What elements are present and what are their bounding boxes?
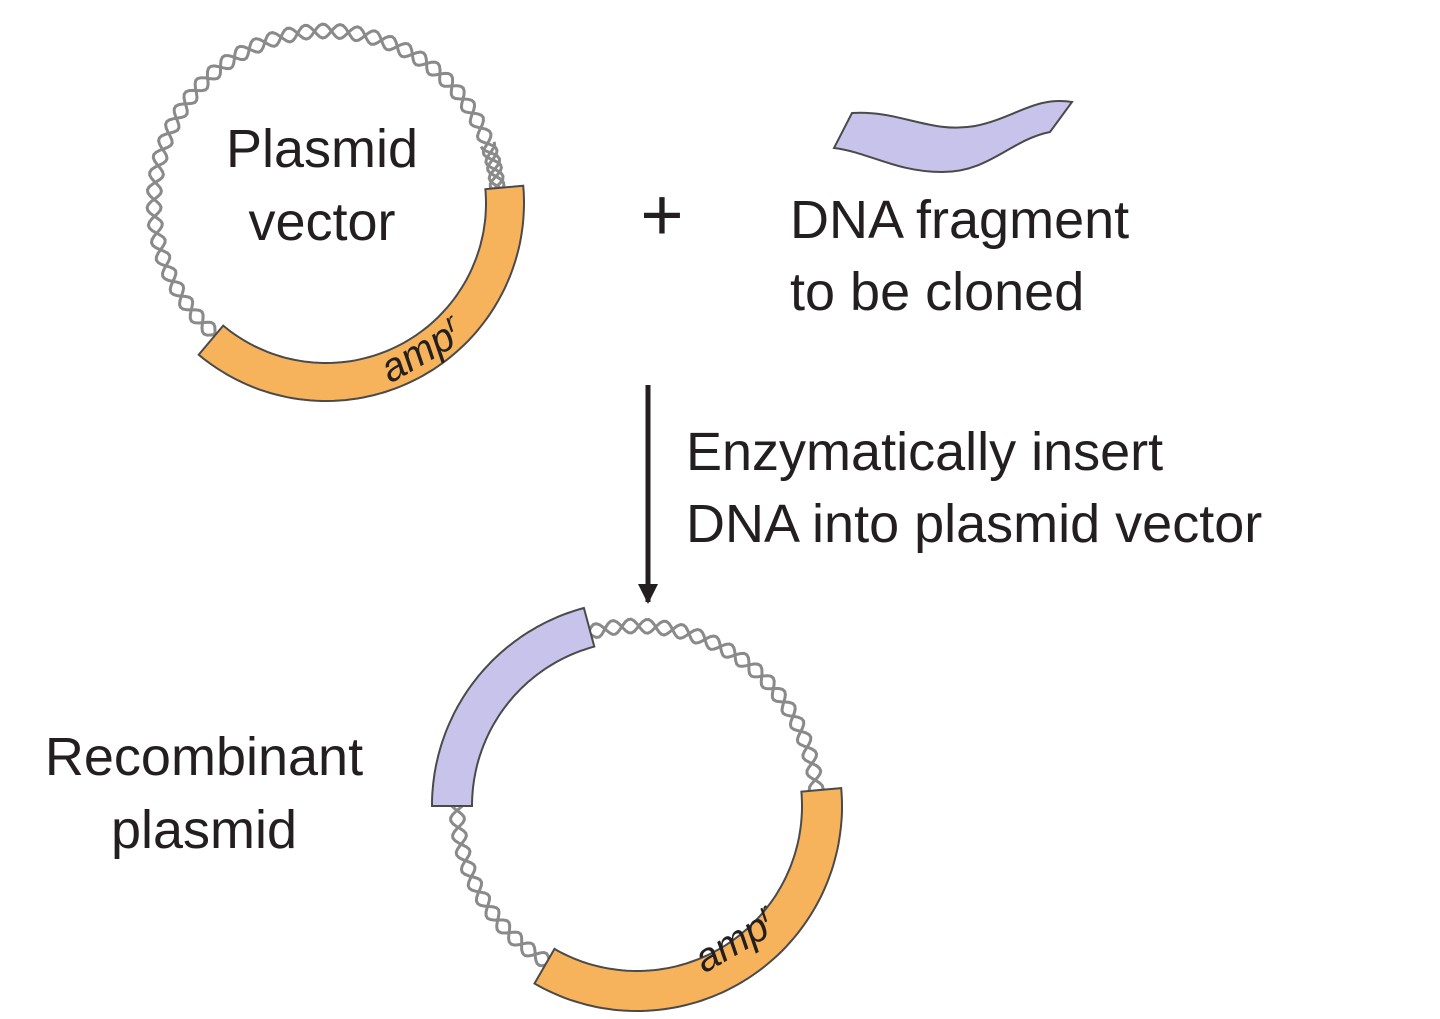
step-label-line2: DNA into plasmid vector	[686, 494, 1262, 554]
plasmid-vector-label-line1: Plasmid	[226, 119, 418, 179]
step-label-line1: Enzymatically insert	[686, 422, 1163, 482]
recombinant-plasmid-amp-gene	[533, 787, 843, 1012]
dna-fragment-label-line2: to be cloned	[790, 262, 1084, 322]
recombinant-plasmid-insert-dna	[431, 606, 596, 807]
dna-fragment-shape	[832, 100, 1074, 174]
dna-fragment: DNA fragment to be cloned	[790, 100, 1129, 322]
plasmid-vector-amp-gene	[197, 184, 526, 402]
dna-fragment-label-line1: DNA fragment	[790, 190, 1129, 250]
plasmid-vector: Plasmid vector ampr	[145, 22, 526, 402]
plus-sign: +	[640, 173, 683, 256]
recombinant-plasmid-label-line2: plasmid	[111, 800, 297, 860]
recombinant-plasmid-label-line1: Recombinant	[45, 727, 363, 787]
recombinant-plasmid: ampr Recombinant plasmid	[45, 606, 843, 1012]
plasmid-vector-label-line2: vector	[248, 192, 395, 252]
